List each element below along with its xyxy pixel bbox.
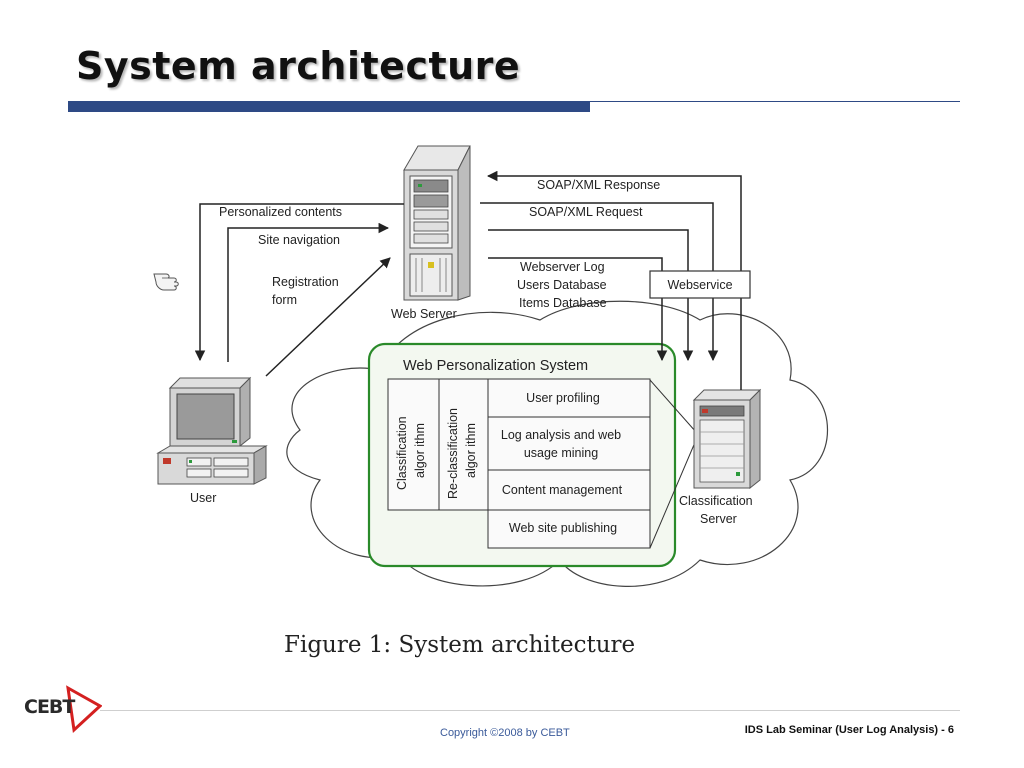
web-server-label: Web Server [391,307,457,321]
module-web-site-publishing [487,509,651,549]
databases-label-users: Users Database [517,278,607,292]
copyright-text: Copyright ©2008 by CEBT [440,727,570,739]
user-computer-icon [156,376,268,485]
classification-server-label-1: Classification [679,494,753,508]
reclassification-algorithm-label-2: algor ithm [464,423,478,478]
arrow-personalized-contents [194,203,404,362]
module-web-site-publishing-label: Web site publishing [509,521,617,535]
module-log-analysis [487,416,651,471]
arrow-webservice-link [488,229,694,362]
cebt-logo: CEBT [22,684,103,734]
module-log-analysis-label-1: Log analysis and web [501,428,621,442]
page-info: IDS Lab Seminar (User Log Analysis) - 6 [744,724,954,736]
registration-form-label-1: Registration [272,275,339,289]
footer-rule [100,710,960,711]
soap-response-label: SOAP/XML Response [537,178,660,192]
arrow-soap-response [486,170,742,390]
site-navigation-label: Site navigation [258,233,340,247]
arrow-registration-form [265,257,391,377]
classification-server-icon [692,388,762,490]
module-content-management [487,469,651,511]
figure-caption: Figure 1: System architecture [284,632,636,658]
user-label: User [190,491,216,505]
webservice-label: Webservice [667,278,732,292]
soap-request-label: SOAP/XML Request [529,205,643,219]
cebt-logo-text: CEBT [24,696,75,718]
reclassification-algorithm-cell [438,378,489,511]
arrow-site-navigation [227,222,390,362]
module-content-management-label: Content management [502,483,623,497]
slide-title: System architecture [76,44,521,88]
webservice-box [649,270,751,299]
classification-server-label-2: Server [700,512,737,526]
web-server-icon [403,145,471,301]
title-underline-bar [68,101,590,112]
module-user-profiling-label: User profiling [526,391,600,405]
classification-algorithm-label-2: algor ithm [413,423,427,478]
module-user-profiling [487,378,651,418]
classification-algorithm-label-1: Classification [395,416,409,490]
title-underline-rule [590,101,960,102]
reclassification-algorithm-label-1: Re-classification [446,408,460,499]
link-wps-to-server-top [649,379,697,433]
databases-label-items: Items Database [519,296,607,310]
link-wps-to-server-bottom [649,439,697,549]
cebt-logo-mark [66,685,103,734]
arrow-databases [488,257,668,362]
hand-pointer-icon [153,273,179,291]
databases-label-webserver-log: Webserver Log [520,260,605,274]
wps-title: Web Personalization System [403,358,588,374]
personalized-contents-label: Personalized contents [219,205,342,219]
registration-form-label-2: form [272,293,297,307]
arrow-soap-request [480,202,719,362]
classification-algorithm-cell [387,378,440,511]
module-log-analysis-label-2: usage mining [524,446,598,460]
